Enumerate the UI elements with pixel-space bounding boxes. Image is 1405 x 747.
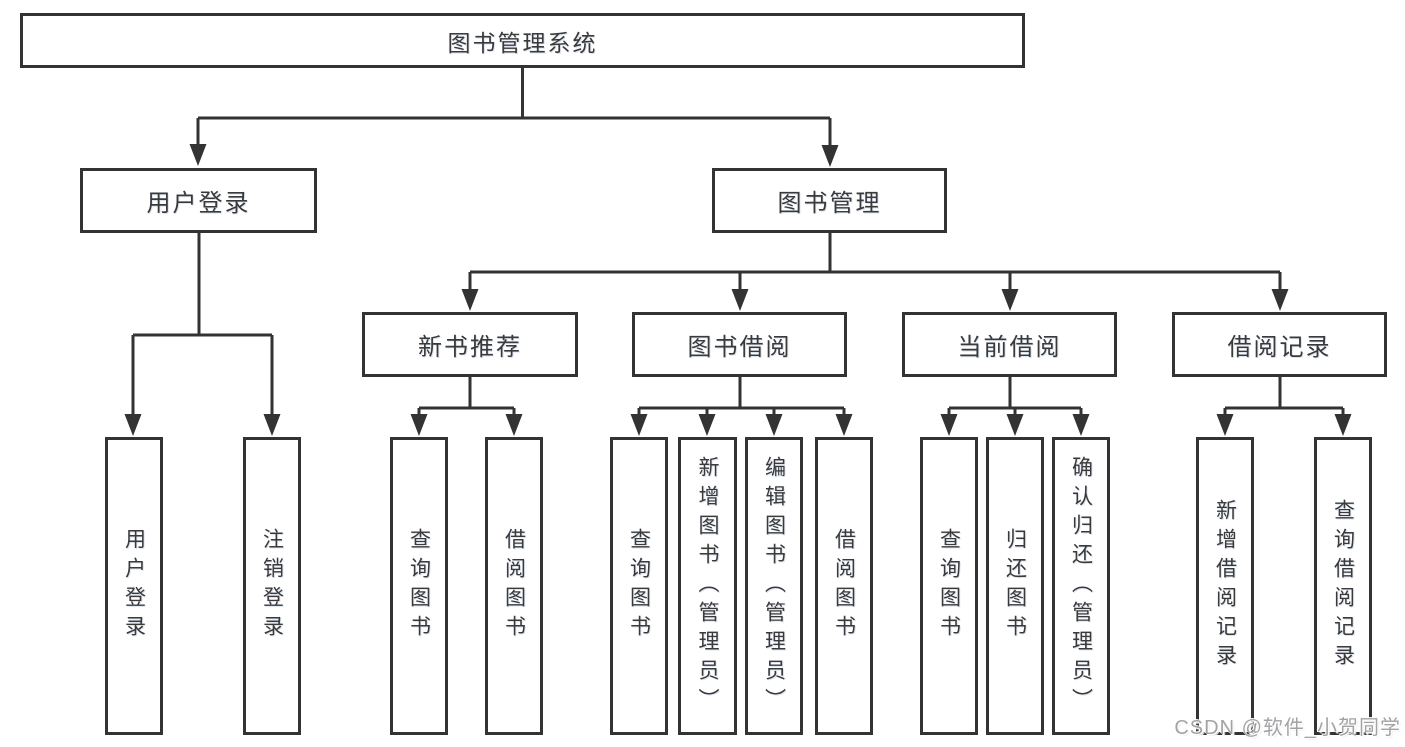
leaf-logout: 注销登录 — [243, 437, 301, 735]
leaf-label: 确认归还（管理员） — [1069, 455, 1093, 717]
leaf-borrow-books-recommend: 借阅图书 — [485, 437, 543, 735]
arrowheads — [124, 144, 1352, 436]
leaf-query-borrow-record: 查询借阅记录 — [1314, 437, 1372, 735]
leaf-label: 查询借阅记录 — [1331, 499, 1355, 673]
leaf-add-books-admin: 新增图书（管理员） — [678, 437, 737, 735]
node-label: 新书推荐 — [418, 334, 522, 361]
leaf-label: 查询图书 — [407, 528, 431, 644]
leaf-query-books-recommend: 查询图书 — [390, 437, 448, 735]
leaf-label: 借阅图书 — [502, 528, 526, 644]
leaf-borrow-books-borrowing: 借阅图书 — [815, 437, 873, 735]
leaf-label: 注销登录 — [260, 528, 284, 644]
node-label: 当前借阅 — [957, 334, 1062, 361]
leaf-label: 编辑图书（管理员） — [762, 455, 786, 717]
node-library-management-system: 图书管理系统 — [20, 13, 1025, 68]
node-label: 借阅记录 — [1227, 334, 1332, 361]
leaf-query-books-borrowing: 查询图书 — [610, 437, 668, 735]
leaf-label: 新增借阅记录 — [1213, 499, 1237, 673]
leaf-add-borrow-record: 新增借阅记录 — [1196, 437, 1254, 735]
leaf-confirm-return-admin: 确认归还（管理员） — [1052, 437, 1110, 735]
leaf-label: 新增图书（管理员） — [696, 455, 719, 717]
node-book-management: 图书管理 — [712, 168, 947, 233]
node-new-book-recommendation: 新书推荐 — [362, 312, 578, 377]
node-label: 图书管理系统 — [447, 29, 598, 56]
leaf-return-books: 归还图书 — [986, 437, 1044, 735]
node-label: 图书管理 — [777, 190, 882, 217]
node-label: 用户登录 — [146, 190, 251, 217]
node-borrowing-records: 借阅记录 — [1172, 312, 1387, 377]
node-current-borrowing: 当前借阅 — [902, 312, 1117, 377]
leaf-user-login: 用户登录 — [105, 437, 163, 735]
node-label: 图书借阅 — [687, 334, 792, 361]
leaf-label: 查询图书 — [937, 528, 961, 644]
watermark: CSDN @软件_小贺同学 — [1174, 717, 1401, 739]
node-book-borrowing: 图书借阅 — [632, 312, 847, 377]
leaf-query-books-current: 查询图书 — [920, 437, 978, 735]
leaf-label: 查询图书 — [627, 528, 651, 644]
leaf-edit-books-admin: 编辑图书（管理员） — [745, 437, 803, 735]
leaf-label: 归还图书 — [1003, 528, 1027, 644]
leaf-label: 借阅图书 — [832, 528, 856, 644]
node-user-login: 用户登录 — [80, 168, 317, 233]
leaf-label: 用户登录 — [122, 528, 146, 644]
